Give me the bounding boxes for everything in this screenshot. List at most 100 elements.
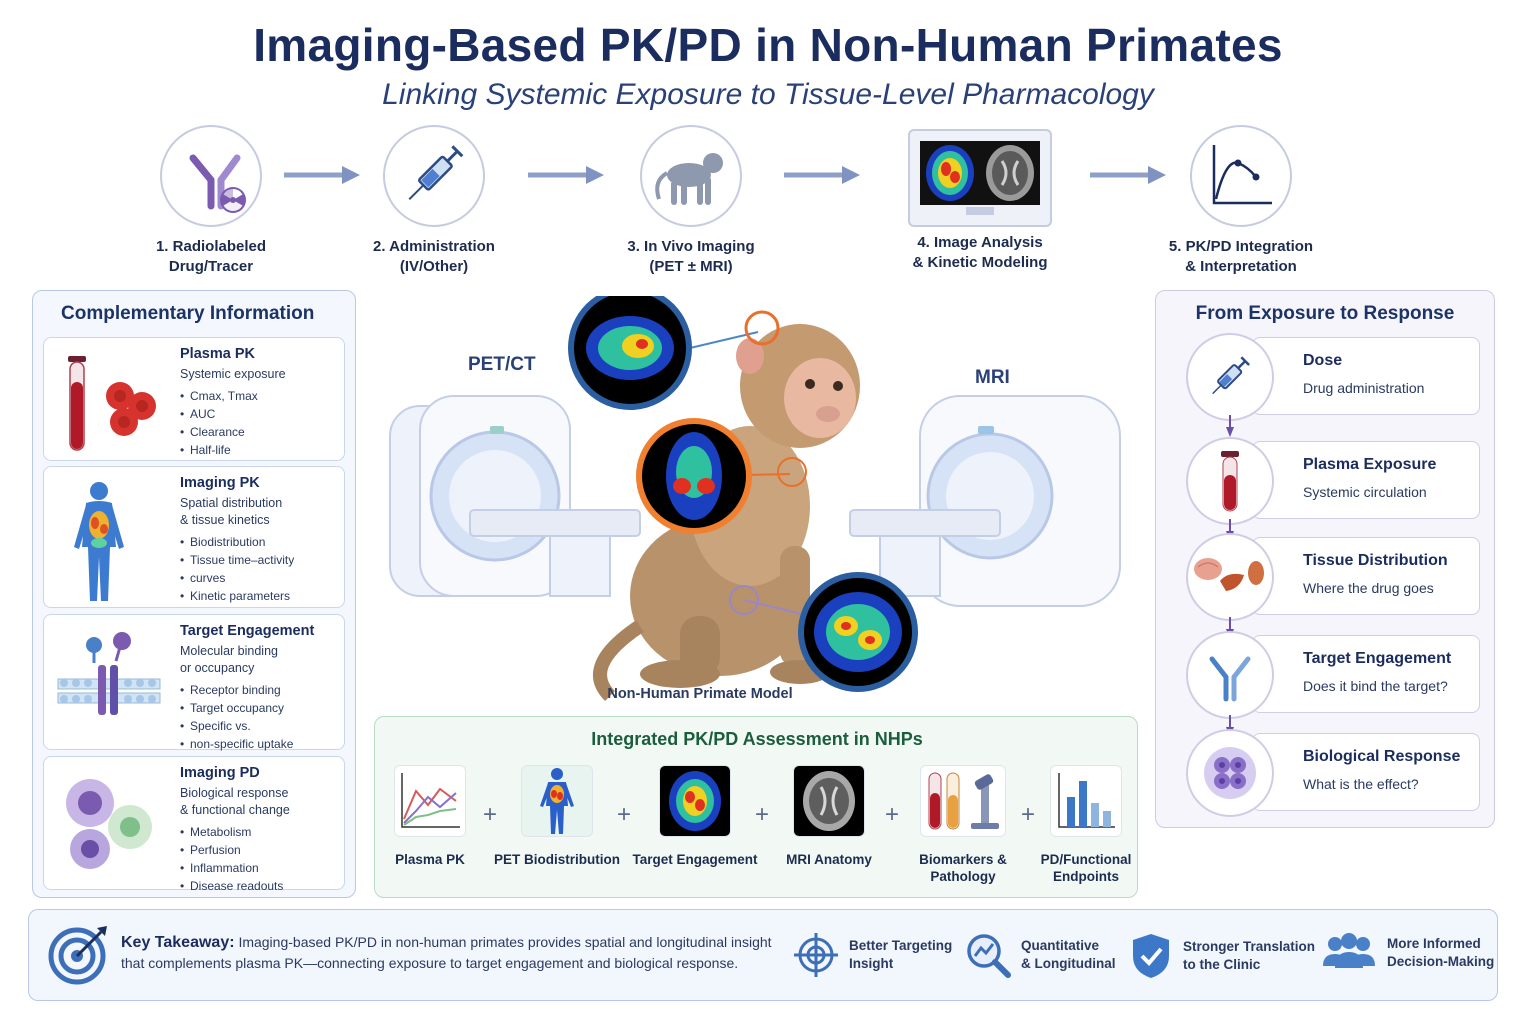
card-desc: & tissue kinetics — [180, 513, 270, 527]
integrated-item-label: PD/Functional — [1040, 852, 1132, 867]
tubes-microscope-icon — [920, 765, 1006, 837]
flow-arrow-icon — [1090, 166, 1166, 184]
card-bullet: Target occupancy — [180, 699, 346, 717]
card-bullet: non-specific uptake — [180, 735, 346, 753]
card-bullet: Metabolism — [180, 823, 346, 841]
body-biodistribution-icon — [54, 477, 164, 601]
response-card-target: Target Engagement Does it bind the targe… — [1252, 635, 1480, 713]
crosshair-icon — [794, 933, 838, 977]
body-pet-callout-icon — [636, 418, 752, 534]
card-bullet-continuation: non-specific uptake — [190, 737, 294, 751]
panel-title: Complementary Information — [61, 303, 315, 324]
benefit-label: Better Targeting — [849, 938, 953, 953]
step-label-line1: 3. In Vivo Imaging — [627, 238, 755, 255]
organs-icon — [1186, 533, 1274, 621]
benefit-label: & Longitudinal — [1021, 956, 1116, 971]
card-desc: Systemic exposure — [180, 367, 286, 381]
magnifier-chart-icon — [967, 934, 1011, 978]
integrated-item-pet-biodistribution: PET Biodistribution — [492, 765, 622, 868]
shield-check-icon — [1133, 934, 1169, 978]
integrated-assessment-panel: Integrated PK/PD Assessment in NHPs Plas… — [374, 716, 1138, 898]
response-title: Plasma Exposure — [1303, 456, 1437, 473]
integrated-item-label: Pathology — [930, 869, 996, 884]
card-title: Imaging PD — [180, 765, 260, 781]
blood-tube-cells-icon — [54, 348, 164, 458]
response-desc: Drug administration — [1303, 380, 1425, 396]
benefit-label: Insight — [849, 956, 894, 971]
antibody-radiolabel-icon — [160, 125, 262, 227]
integrated-item-biomarkers: Biomarkers &Pathology — [898, 765, 1028, 885]
response-desc: Systemic circulation — [1303, 484, 1427, 500]
complementary-info-panel: Complementary Information Plasma PK Syst… — [32, 290, 356, 898]
card-desc: or occupancy — [180, 661, 255, 675]
benefit-label: Quantitative — [1021, 938, 1100, 953]
card-bullet: Biodistribution — [180, 533, 346, 551]
bar-chart-icon — [1050, 765, 1122, 837]
plus-sign: + — [1021, 801, 1036, 828]
workflow-step-2: 2. Administration (IV/Other) — [334, 125, 534, 277]
integrated-item-target-engagement: Target Engagement — [630, 765, 760, 868]
step-label-line2: (IV/Other) — [399, 258, 469, 275]
line-chart-icon — [394, 765, 466, 837]
response-card-biological: Biological Response What is the effect? — [1252, 733, 1480, 811]
monitor-brain-scan-icon — [908, 129, 1052, 227]
nhp-model-label: Non-Human Primate Model — [607, 686, 793, 702]
integrated-item-plasma-pk: Plasma PK — [365, 765, 495, 868]
page-title: Imaging-Based PK/PD in Non-Human Primate… — [253, 19, 1283, 71]
step-label-line2: & Interpretation — [1185, 258, 1297, 275]
response-desc: What is the effect? — [1303, 776, 1419, 792]
integrated-item-label: Target Engagement — [632, 852, 758, 867]
benefit-label: Decision-Making — [1387, 954, 1495, 969]
syringe-icon — [383, 125, 485, 227]
card-bullet: Inflammation — [180, 859, 346, 877]
workflow-step-5: 5. PK/PD Integration& Interpretation — [1141, 125, 1341, 277]
benefit-quantitative: Quantitative & Longitudinal — [965, 932, 1115, 978]
flow-arrow-icon — [528, 166, 604, 184]
benefit-label: to the Clinic — [1183, 957, 1261, 972]
info-card-imaging-pd: Imaging PD Biological response & function… — [43, 756, 346, 895]
card-desc: & functional change — [180, 803, 290, 817]
brain-pet-icon — [659, 765, 731, 837]
key-takeaway-banner: Key Takeaway: Imaging-based PK/PD in non… — [28, 909, 1498, 1001]
card-bullet: Clearance — [180, 423, 346, 441]
benefit-label: Stronger Translation — [1183, 939, 1316, 954]
response-card-tissue: Tissue Distribution Where the drug goes — [1252, 537, 1480, 615]
response-desc: Does it bind the target? — [1303, 678, 1448, 694]
card-desc: Spatial distribution — [180, 496, 283, 510]
people-icon — [1323, 933, 1375, 968]
card-bullet: Receptor binding — [180, 681, 346, 699]
benefit-stronger-translation: Stronger Translation to the Clinic — [1129, 932, 1315, 980]
card-title: Target Engagement — [180, 623, 315, 639]
integrated-item-mri-anatomy: MRI Anatomy — [764, 765, 894, 868]
response-desc: Where the drug goes — [1303, 580, 1434, 596]
down-arrow-icon — [1226, 415, 1234, 437]
plus-sign: + — [483, 801, 498, 828]
card-bullet-continuation: curves — [190, 571, 226, 585]
card-bullet: Tissue time–activity — [180, 551, 346, 569]
pet-ct-scanner-icon — [389, 395, 641, 597]
card-title: Imaging PK — [180, 475, 260, 491]
step-label-line1: 1. Radiolabeled — [155, 238, 267, 255]
syringe-icon — [1186, 333, 1274, 421]
card-bullet: Cmax, Tmax — [180, 387, 346, 405]
response-title: Biological Response — [1303, 748, 1461, 765]
step-label-line1: 2. Administration — [373, 238, 495, 255]
card-desc: Biological response — [180, 786, 289, 800]
card-bullet: curves — [180, 569, 346, 587]
integrated-item-label: Endpoints — [1053, 869, 1119, 884]
scanner-scene-illustration — [389, 296, 1121, 701]
integrated-item-label: Plasma PK — [395, 852, 465, 867]
info-card-imaging-pk: Imaging PK Spatial distribution & tissue … — [43, 466, 345, 608]
plus-sign: + — [617, 801, 632, 828]
card-bullet: Perfusion — [180, 841, 346, 859]
response-title: Tissue Distribution — [1303, 552, 1448, 569]
card-bullet: Specific vs. — [180, 717, 346, 735]
info-card-plasma-pk: Plasma PK Systemic exposure Cmax, Tmax A… — [43, 337, 345, 461]
integrated-item-label: MRI Anatomy — [786, 852, 872, 867]
workflow-step-4: 4. Image Analysis& Kinetic Modeling — [880, 125, 1080, 273]
card-title: Plasma PK — [180, 346, 255, 362]
